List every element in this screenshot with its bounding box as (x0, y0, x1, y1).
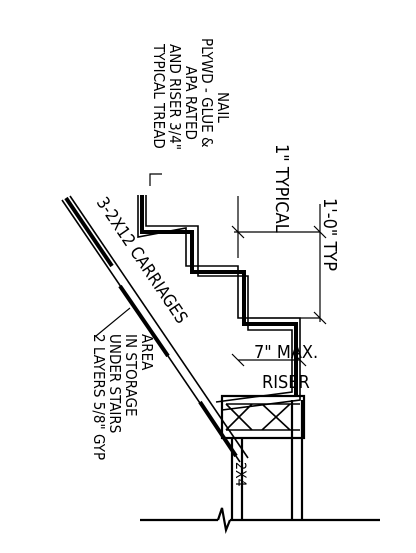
note-line: AND RISER 3/4" (166, 44, 184, 150)
floor-line (140, 507, 380, 534)
gyp-line: UNDER STAIRS (106, 334, 124, 433)
gyp-line: 2 LAYERS 5/8" GYP (90, 334, 108, 460)
run-label: 1'-0" TYP (319, 198, 340, 271)
note-line: PLYWD - GLUE & (198, 38, 216, 148)
dim-run: 1'-0" TYP (319, 198, 340, 271)
storage-platform (220, 394, 306, 440)
gyp-line: AREA (138, 334, 156, 371)
note-line: NAIL (214, 92, 232, 123)
note-gyp: 2 LAYERS 5/8" GYP UNDER STAIRS IN STORAG… (90, 334, 156, 460)
dimension-lines (231, 196, 327, 367)
carriage-lines (61, 195, 249, 463)
gyp-line: IN STORAGE (122, 334, 140, 417)
note-line: TYPICAL TREAD (150, 43, 168, 149)
stair-profile (137, 195, 301, 411)
note-line: APA RATED (182, 66, 200, 140)
posts (230, 400, 304, 520)
tread-thickness-label: 1" TYPICAL (271, 144, 292, 233)
riser-label: RISER (262, 372, 310, 393)
leaders (95, 173, 162, 337)
stud-label: 2X4 (232, 462, 248, 487)
dim-tread-thickness: 1" TYPICAL (271, 144, 292, 233)
note-tread-riser: TYPICAL TREAD AND RISER 3/4" APA RATED P… (150, 38, 232, 150)
note-stud: 2X4 (232, 462, 248, 487)
dim-riser: 7" MAX. RISER (254, 342, 318, 393)
riser-max-label: 7" MAX. (254, 342, 318, 363)
